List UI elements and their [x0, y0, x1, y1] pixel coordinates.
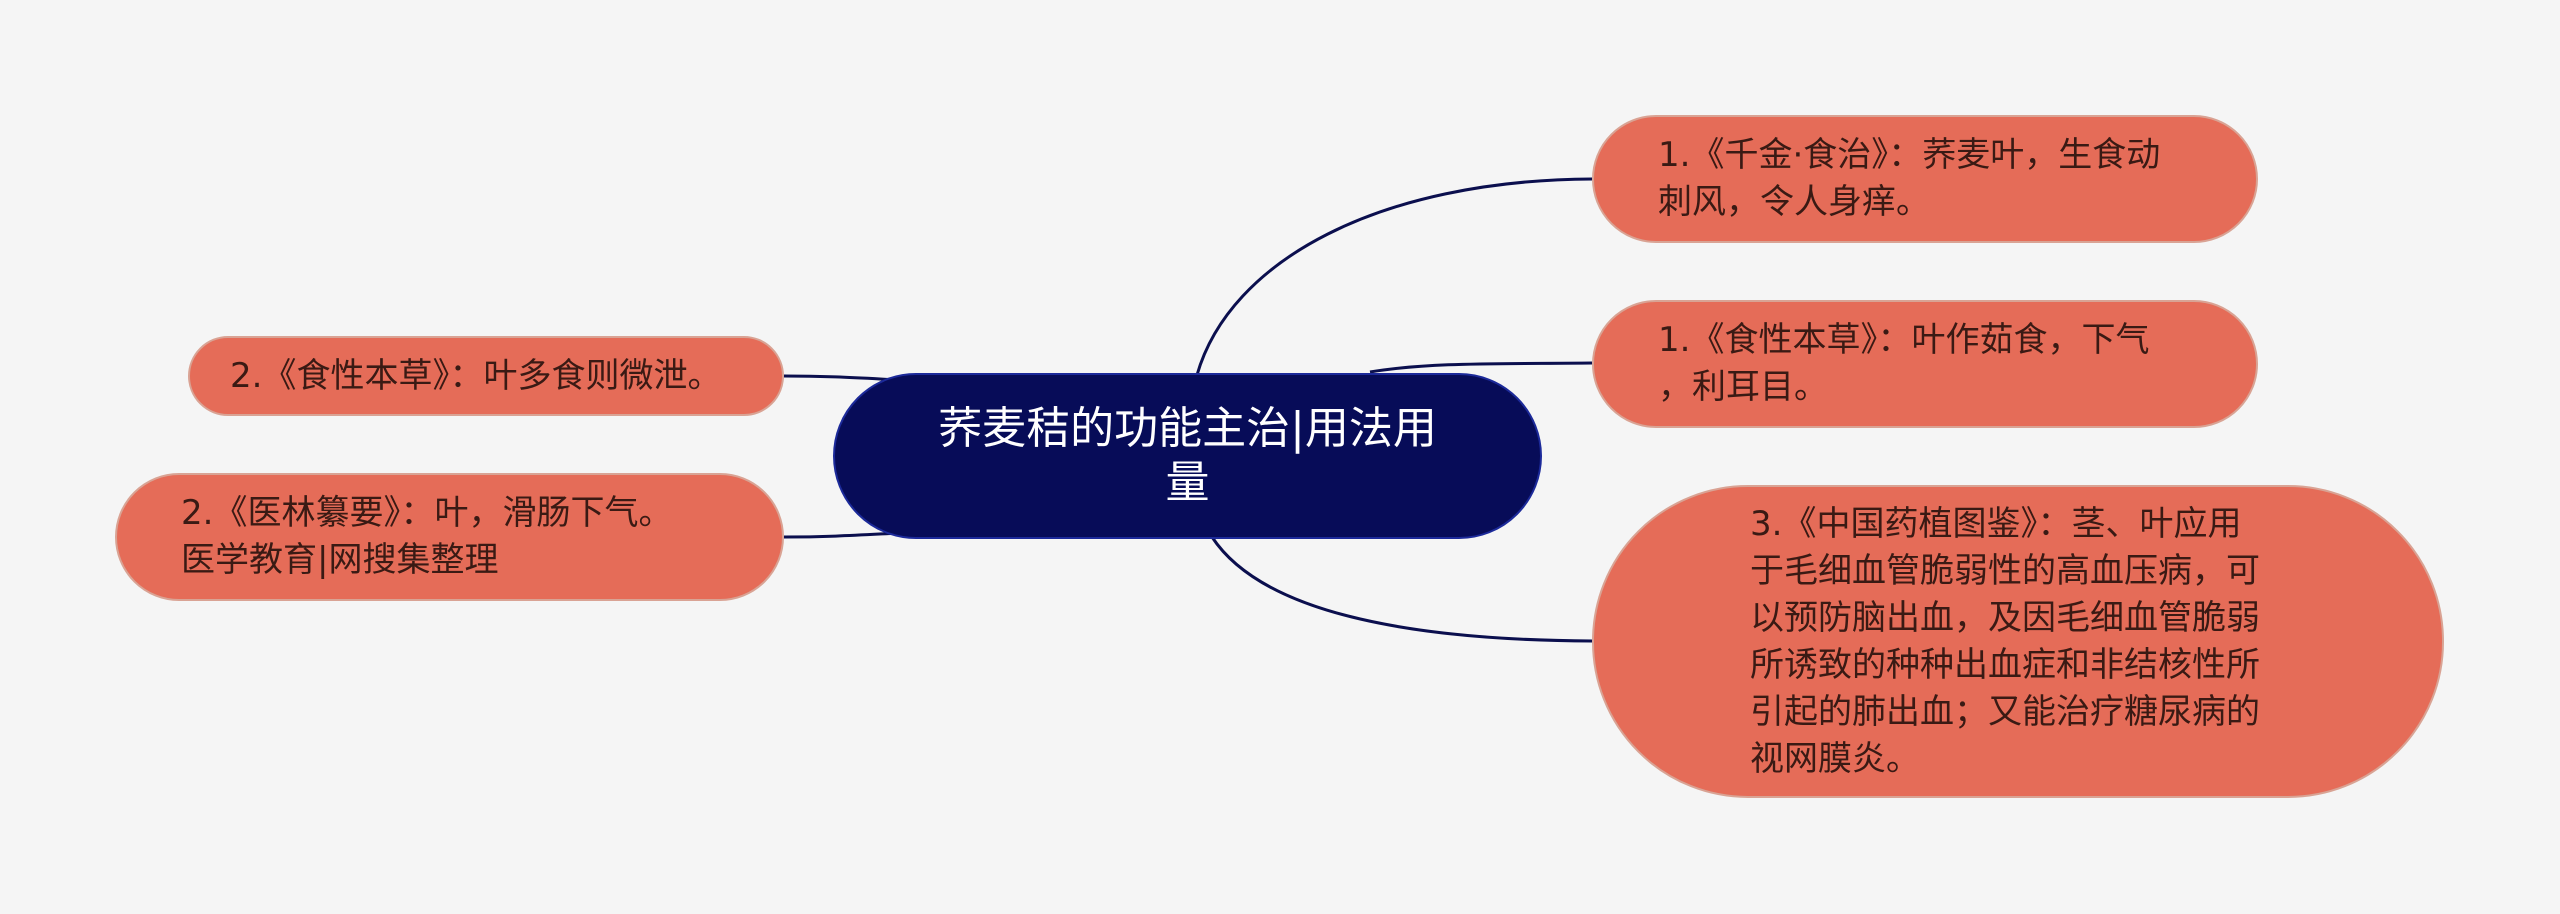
branch-node-label: 2.《食性本草》：叶多食则微泄。: [230, 355, 722, 396]
branch-node-shixing-bencao-1[interactable]: 1.《食性本草》：叶作茹食，下气 ，利耳目。: [1592, 300, 2258, 428]
branch-node-shixing-bencao-2[interactable]: 2.《食性本草》：叶多食则微泄。: [188, 336, 784, 416]
branch-node-yilin-zuanyao[interactable]: 2.《医林纂要》：叶，滑肠下气。 医学教育|网搜集整理: [115, 473, 784, 601]
branch-node-qianjin-shizhi[interactable]: 1.《千金·食治》：荞麦叶，生食动 刺风，令人身痒。: [1592, 115, 2258, 243]
branch-node-label: 1.《千金·食治》：荞麦叶，生食动 刺风，令人身痒。: [1658, 135, 2161, 222]
central-topic-node[interactable]: 荞麦秸的功能主治|用法用 量: [833, 373, 1542, 539]
connector-center-to-l2: [783, 531, 901, 539]
connector-center-to-r3: [1210, 536, 1593, 643]
central-topic-label: 荞麦秸的功能主治|用法用 量: [938, 403, 1437, 508]
branch-node-label: 1.《食性本草》：叶作茹食，下气 ，利耳目。: [1658, 320, 2150, 407]
branch-node-zhongguo-yaozhi-tujian[interactable]: 3.《中国药植图鉴》：茎、叶应用 于毛细血管脆弱性的高血压病，可 以预防脑出血，…: [1592, 485, 2444, 798]
connector-center-to-r1: [1195, 177, 1593, 376]
branch-node-label: 3.《中国药植图鉴》：茎、叶应用 于毛细血管脆弱性的高血压病，可 以预防脑出血，…: [1750, 503, 2260, 779]
branch-node-label: 2.《医林纂要》：叶，滑肠下气。 医学教育|网搜集整理: [181, 493, 673, 580]
connector-center-to-r2: [1369, 361, 1593, 374]
